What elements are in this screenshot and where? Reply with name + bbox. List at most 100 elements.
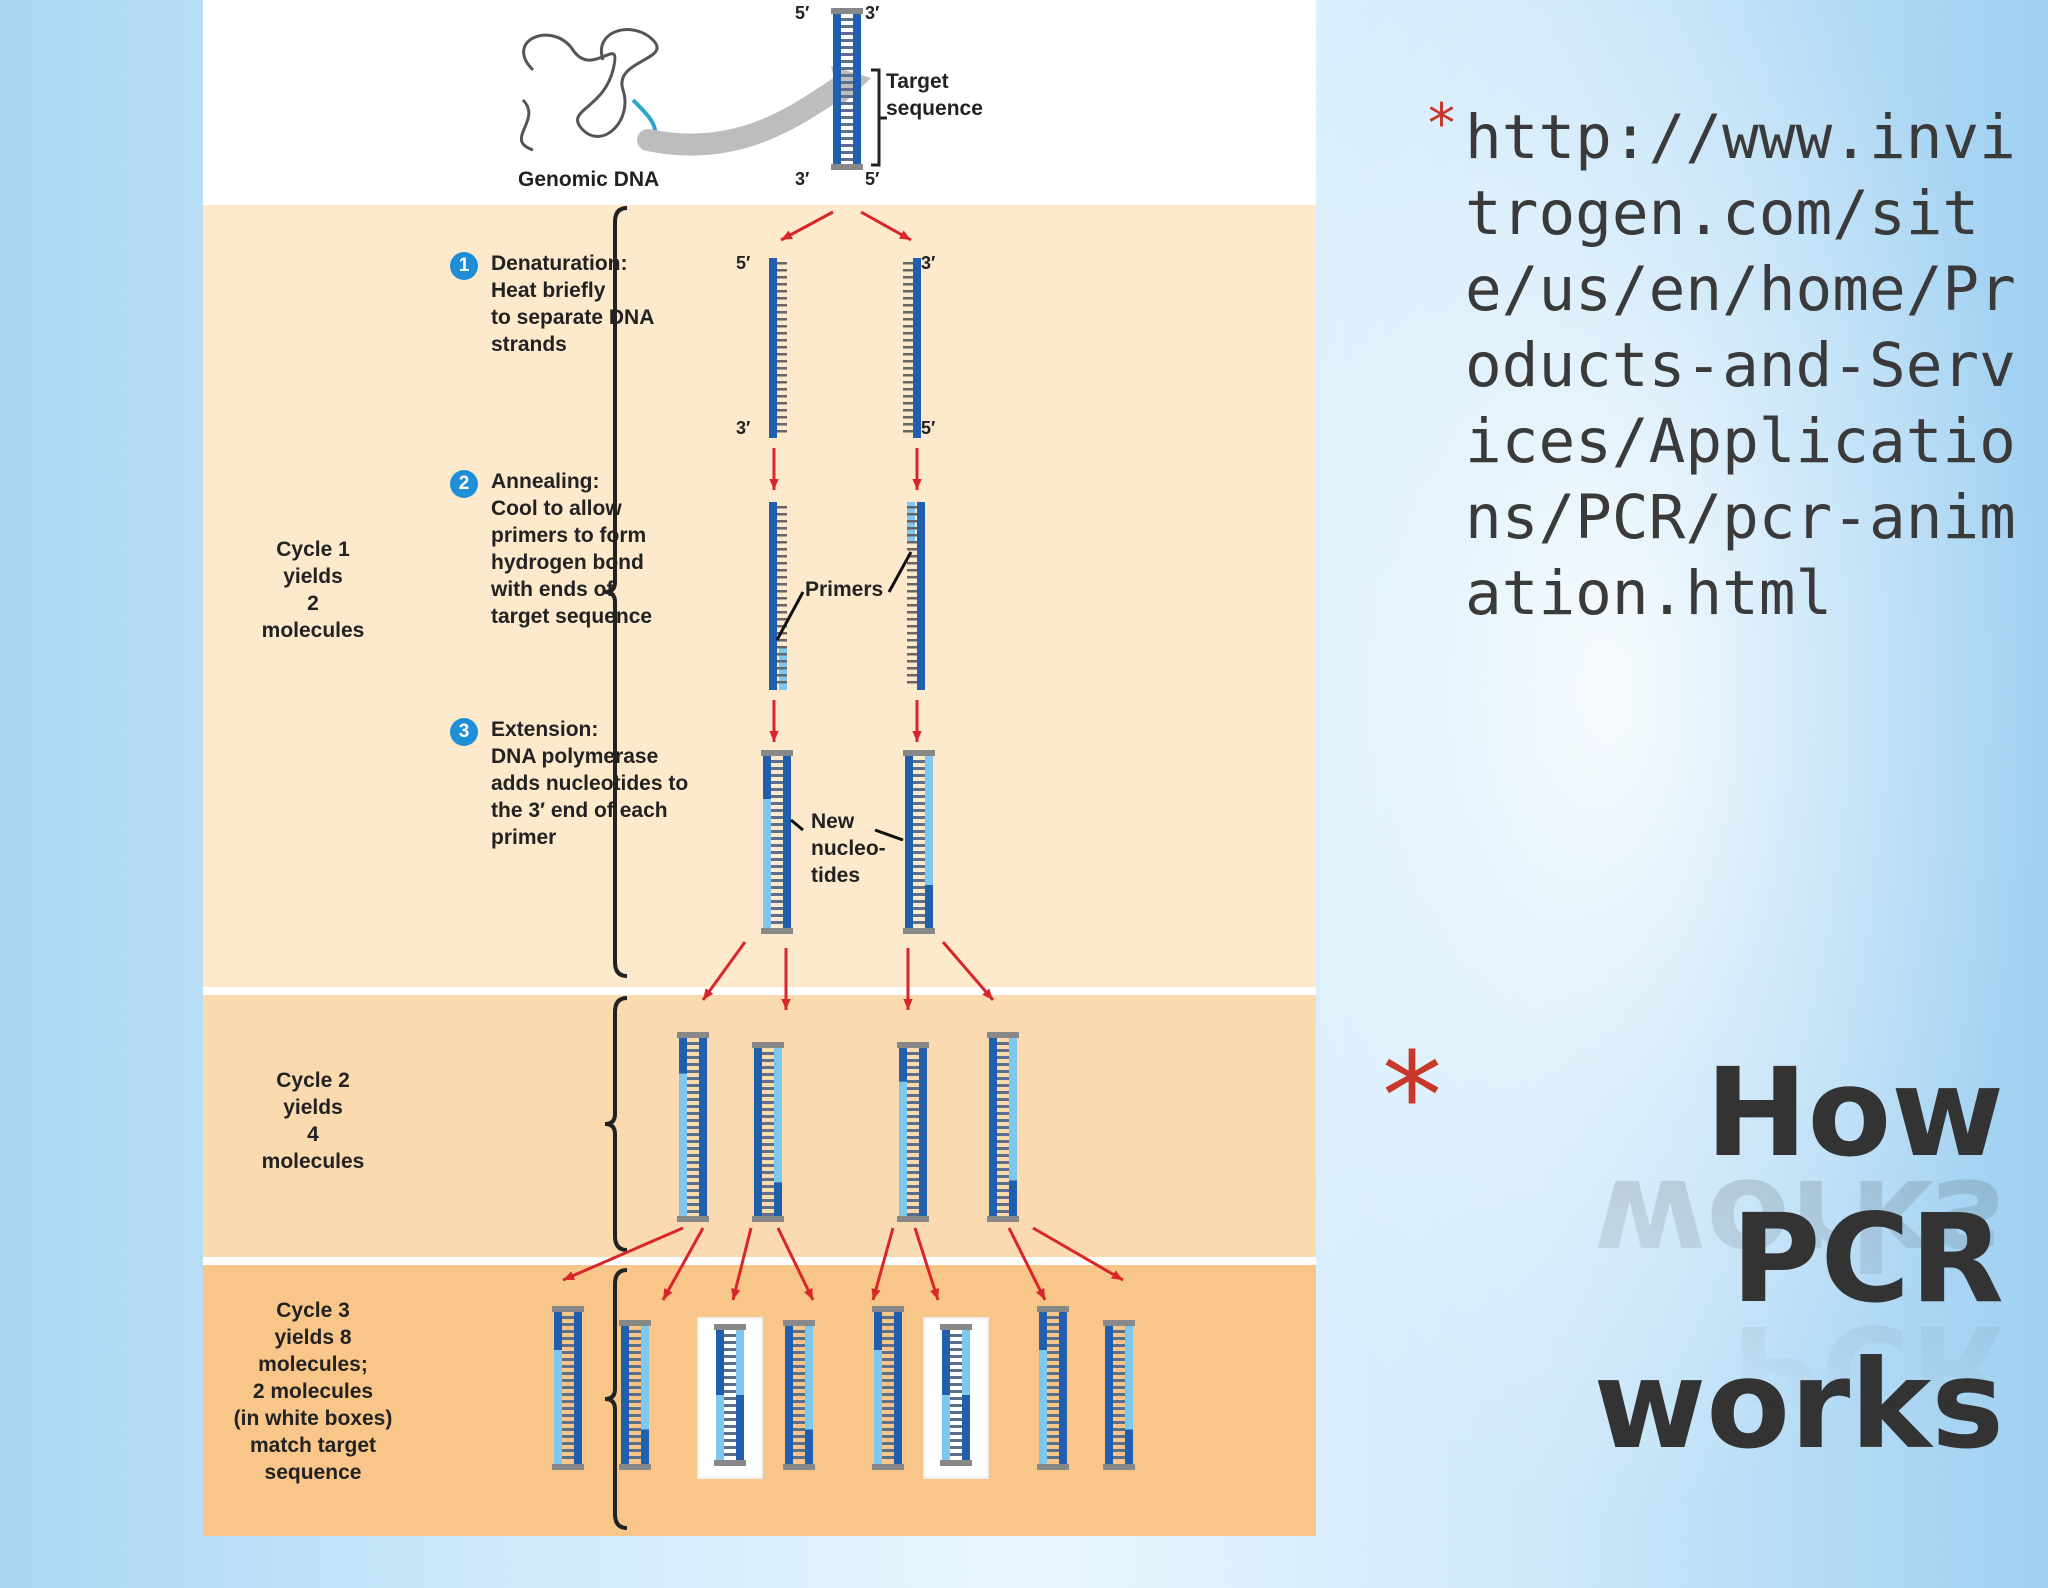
base-pair bbox=[907, 1122, 919, 1125]
base-pair bbox=[950, 1432, 962, 1435]
base-pair bbox=[629, 1414, 641, 1417]
top-3prime-label: 3′ bbox=[865, 3, 880, 23]
base-pair bbox=[997, 1112, 1009, 1115]
base-pair bbox=[771, 816, 783, 819]
base-pair bbox=[907, 1129, 919, 1132]
base-pair bbox=[882, 1323, 894, 1326]
base-pair bbox=[1113, 1428, 1125, 1431]
base-pair bbox=[771, 886, 783, 889]
cycle3-duplex-1 bbox=[552, 1306, 584, 1470]
arrow-head bbox=[731, 1288, 741, 1300]
base-pair bbox=[793, 1407, 805, 1410]
base-pair bbox=[882, 1456, 894, 1459]
base-stub bbox=[777, 388, 787, 391]
base-pair bbox=[1113, 1372, 1125, 1375]
base-pair bbox=[629, 1393, 641, 1396]
arrow-shaft bbox=[871, 1227, 895, 1301]
base-pair bbox=[771, 823, 783, 826]
base-stub bbox=[777, 653, 787, 656]
base-stub bbox=[777, 360, 787, 363]
base-stub bbox=[777, 430, 787, 433]
base-pair bbox=[793, 1365, 805, 1368]
base-pair bbox=[793, 1400, 805, 1403]
base-stub bbox=[777, 402, 787, 405]
new-strand-segment bbox=[716, 1395, 724, 1460]
base-pair bbox=[724, 1376, 736, 1379]
base-pair bbox=[882, 1393, 894, 1396]
base-stub bbox=[777, 618, 787, 621]
base-stub bbox=[907, 639, 917, 642]
strand-backbone-right bbox=[919, 1048, 927, 1216]
base-pair bbox=[687, 1056, 699, 1059]
base-pair bbox=[907, 1178, 919, 1181]
base-pair bbox=[687, 1147, 699, 1150]
base-pair bbox=[771, 767, 783, 770]
base-stub bbox=[907, 674, 917, 677]
base-pair bbox=[997, 1168, 1009, 1171]
base-pair bbox=[950, 1453, 962, 1456]
base-pair bbox=[771, 844, 783, 847]
base-stub bbox=[903, 402, 913, 405]
cycle3-label: Cycle 3 yields 8 molecules; 2 molecules … bbox=[233, 1299, 393, 1484]
base-pair bbox=[562, 1365, 574, 1368]
base-pair bbox=[1113, 1365, 1125, 1368]
base-pair bbox=[687, 1175, 699, 1178]
base-pair bbox=[882, 1365, 894, 1368]
base-pair bbox=[841, 137, 853, 140]
base-pair bbox=[771, 907, 783, 910]
cycle1-label: Cycle 1 yields 2 molecules bbox=[261, 538, 365, 642]
base-pair bbox=[913, 816, 925, 819]
base-pair bbox=[687, 1126, 699, 1129]
strand-end bbox=[783, 1464, 815, 1470]
base-pair bbox=[724, 1397, 736, 1400]
base-pair bbox=[950, 1418, 962, 1421]
arrow-extend-right bbox=[912, 700, 922, 742]
base-pair bbox=[687, 1070, 699, 1073]
base-pair bbox=[841, 60, 853, 63]
base-pair bbox=[913, 795, 925, 798]
base-stub bbox=[907, 548, 917, 551]
base-pair bbox=[950, 1383, 962, 1386]
base-pair bbox=[950, 1362, 962, 1365]
arrow-c3-4 bbox=[776, 1227, 815, 1301]
strand-end bbox=[1103, 1464, 1135, 1470]
base-pair bbox=[629, 1330, 641, 1333]
base-pair bbox=[629, 1407, 641, 1410]
base-pair bbox=[562, 1456, 574, 1459]
base-pair bbox=[1113, 1442, 1125, 1445]
strand-end bbox=[897, 1042, 929, 1048]
arrow-head bbox=[903, 998, 913, 1010]
base-pair bbox=[1113, 1414, 1125, 1417]
strand-end bbox=[677, 1216, 709, 1222]
bottom-3prime-label: 3′ bbox=[795, 169, 810, 189]
base-pair bbox=[1047, 1344, 1059, 1347]
base-pair bbox=[1113, 1379, 1125, 1382]
base-pair bbox=[771, 865, 783, 868]
base-pair bbox=[882, 1344, 894, 1347]
arrow-head bbox=[769, 730, 779, 742]
arrow-c2-1 bbox=[701, 941, 747, 1001]
base-pair bbox=[841, 130, 853, 133]
strand-end bbox=[897, 1216, 929, 1222]
base-pair bbox=[793, 1393, 805, 1396]
arrow-head bbox=[1035, 1288, 1045, 1300]
base-stub bbox=[907, 625, 917, 628]
arrow-shaft bbox=[701, 941, 747, 1001]
base-pair bbox=[997, 1077, 1009, 1080]
base-pair bbox=[882, 1421, 894, 1424]
base-pair bbox=[882, 1372, 894, 1375]
base-stub bbox=[903, 283, 913, 286]
new-strand-segment bbox=[1009, 1038, 1017, 1181]
target-duplex bbox=[831, 8, 863, 170]
base-pair bbox=[629, 1344, 641, 1347]
top-5prime-label: 5′ bbox=[795, 3, 810, 23]
strand-backbone-left bbox=[905, 756, 913, 928]
base-pair bbox=[771, 872, 783, 875]
pcr-diagram-graphics bbox=[519, 8, 1135, 1530]
base-stub bbox=[907, 618, 917, 621]
strand-left-5prime: 5′ bbox=[736, 253, 751, 273]
single-strand-backbone bbox=[917, 502, 925, 690]
base-pair bbox=[562, 1407, 574, 1410]
pcr-animation-link[interactable]: http://www.invitrogen.com/site/us/en/hom… bbox=[1465, 102, 2016, 629]
base-pair bbox=[1113, 1393, 1125, 1396]
